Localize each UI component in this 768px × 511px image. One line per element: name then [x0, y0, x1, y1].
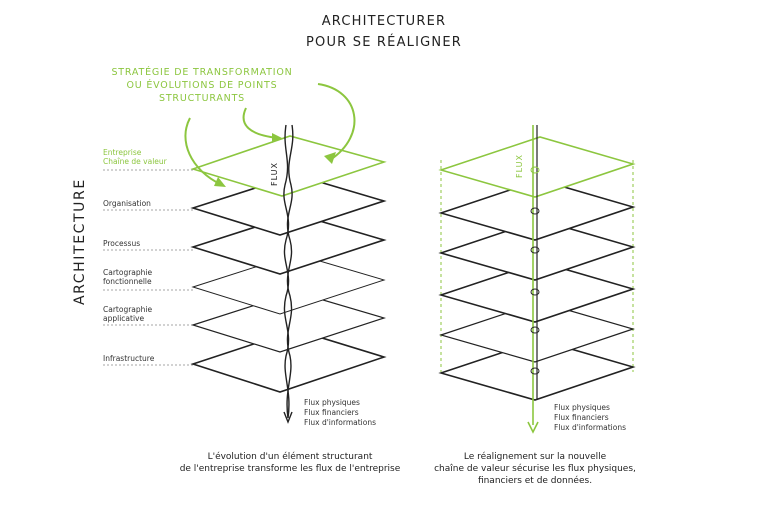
flow-right-physiques: Flux physiques — [554, 403, 610, 412]
caption-right-line-2: chaîne de valeur sécurise les flux physi… — [434, 464, 636, 474]
strategy-caption-line-1: STRATÉGIE DE TRANSFORMATION — [111, 67, 293, 78]
strategy-caption: STRATÉGIE DE TRANSFORMATION OU ÉVOLUTION… — [92, 66, 312, 105]
caption-left: L'évolution d'un élément structurant de … — [160, 451, 420, 475]
flow-right-financiers: Flux financiers — [554, 413, 609, 422]
flux-line-left-b — [286, 124, 294, 419]
layer-label-organisation: Organisation — [103, 199, 151, 208]
layer-label-cf-line-1: Cartographie — [103, 268, 153, 277]
caption-right: Le réalignement sur la nouvelle chaîne d… — [410, 451, 660, 487]
flux-ring-5 — [530, 326, 540, 334]
layer-label-cartographie-fonctionnelle: Cartographie fonctionnelle — [103, 268, 152, 286]
strategy-caption-line-3: STRUCTURANTS — [158, 93, 246, 104]
flows-list-left: Flux physiques Flux financiers Flux d'in… — [304, 398, 376, 428]
flows-list-right: Flux physiques Flux financiers Flux d'in… — [554, 403, 626, 433]
green-arrow-middle — [242, 107, 279, 139]
flux-line-left-a — [283, 124, 290, 419]
flux-ring-2 — [530, 207, 540, 215]
flow-right-informations: Flux d'informations — [554, 423, 626, 432]
flow-left-informations: Flux d'informations — [304, 418, 376, 427]
layer-label-entreprise-line-2: Chaîne de valeur — [103, 157, 167, 166]
flux-label-left: FLUX — [270, 162, 279, 186]
architecture-side-label: ARCHITECTURE — [72, 178, 88, 305]
caption-left-line-2: de l'entreprise transforme les flux de l… — [179, 464, 401, 474]
title-line-2: POUR SE RÉALIGNER — [305, 35, 462, 50]
flow-left-physiques: Flux physiques — [304, 398, 360, 407]
caption-right-line-3: financiers et de données. — [477, 476, 593, 486]
flux-label-right: FLUX — [515, 154, 524, 178]
flux-arrow-left — [283, 411, 293, 424]
layer-label-cartographie-applicative: Cartographie applicative — [103, 305, 152, 323]
flux-ring-6 — [530, 367, 540, 375]
flux-ring-4 — [530, 288, 540, 296]
layer-label-entreprise: Entreprise Chaîne de valeur — [103, 148, 167, 166]
layer-label-ca-line-2: applicative — [103, 314, 145, 323]
layer-label-processus: Processus — [103, 239, 141, 248]
green-arrow-right — [317, 83, 356, 161]
green-arrowhead-right — [324, 152, 336, 164]
green-arrowhead-middle — [272, 133, 282, 143]
left-diagram — [103, 83, 387, 424]
right-diagram — [438, 125, 636, 434]
caption-left-line-1: L'évolution d'un élément structurant — [207, 452, 373, 462]
flux-ring-3 — [530, 246, 540, 254]
title-line-1: ARCHITECTURER — [321, 14, 447, 29]
layer-label-cf-line-2: fonctionnelle — [103, 277, 152, 286]
green-arrow-left — [184, 117, 223, 186]
layer-label-infrastructure: Infrastructure — [103, 354, 155, 363]
layer-label-entreprise-line-1: Entreprise — [103, 148, 142, 157]
caption-right-line-1: Le réalignement sur la nouvelle — [463, 452, 607, 462]
green-arrowhead-left — [214, 177, 226, 187]
flux-arrow-right — [527, 421, 539, 434]
layer-label-ca-line-1: Cartographie — [103, 305, 153, 314]
strategy-caption-line-2: OU ÉVOLUTIONS DE POINTS — [126, 80, 278, 91]
flow-left-financiers: Flux financiers — [304, 408, 359, 417]
flux-ring-1 — [530, 166, 540, 174]
